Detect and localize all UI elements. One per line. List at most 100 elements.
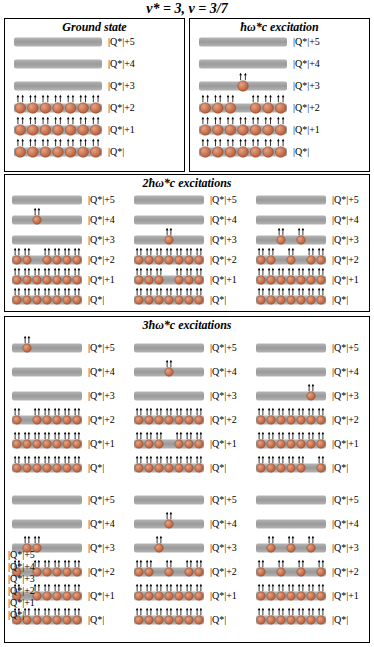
electron	[165, 520, 173, 528]
arrow-head	[312, 608, 315, 611]
arrow-head	[196, 456, 199, 459]
arrow-head	[288, 408, 291, 411]
composite-fermion	[53, 408, 61, 424]
arrow-head	[322, 248, 325, 251]
arrow-head	[136, 560, 139, 563]
level-label: |Q*|+3	[88, 541, 115, 555]
arrow-head	[24, 268, 27, 271]
level-label: |Q*|+5	[293, 35, 320, 49]
arrow-head	[262, 268, 265, 271]
electron	[13, 296, 21, 304]
arrow-head	[64, 248, 67, 251]
level-label: |Q*|+4	[332, 517, 359, 531]
arrow-head	[136, 456, 139, 459]
composite-fermion	[63, 288, 71, 304]
landau-level-band	[12, 464, 82, 473]
composite-fermion	[225, 95, 236, 114]
landau-level-band	[134, 236, 204, 245]
composite-fermion	[238, 117, 249, 136]
arrow-head	[176, 432, 179, 435]
arrow-head	[29, 139, 32, 142]
landau-level-band	[134, 544, 204, 553]
arrow-head	[166, 248, 169, 251]
arrow-head	[17, 95, 20, 98]
electron	[33, 440, 41, 448]
electron	[155, 276, 163, 284]
composite-fermion	[307, 384, 315, 400]
composite-fermion	[263, 117, 274, 136]
arrow-head	[78, 584, 81, 587]
arrow-head	[190, 248, 193, 251]
electron	[15, 125, 26, 136]
composite-fermion	[257, 268, 265, 284]
arrow-head	[150, 456, 153, 459]
arrow-head	[166, 560, 169, 563]
composite-fermion	[155, 584, 163, 600]
arrow-head	[200, 456, 203, 459]
arrow-head	[322, 432, 325, 435]
landau-level-band	[12, 368, 82, 377]
level-label: |Q*|+3	[88, 389, 115, 403]
arrow-head	[282, 584, 285, 587]
arrow-head	[38, 268, 41, 271]
arrow-head	[180, 432, 183, 435]
electron	[267, 440, 275, 448]
electron	[297, 296, 305, 304]
arrow-head	[47, 117, 50, 120]
arrow-head	[292, 268, 295, 271]
electron	[13, 276, 21, 284]
landau-level-band	[12, 236, 82, 245]
arrow-head	[272, 288, 275, 291]
arrow-head	[28, 268, 31, 271]
composite-fermion	[40, 139, 51, 158]
arrow-head	[54, 608, 57, 611]
arrow-head	[278, 408, 281, 411]
level-label: |Q*|+2	[210, 413, 237, 427]
electron	[43, 592, 51, 600]
arrow-head	[257, 95, 260, 98]
level-label: |Q*|+3	[210, 389, 237, 403]
arrow-head	[64, 584, 67, 587]
arrow-head	[214, 139, 217, 142]
landau-level-band	[14, 126, 102, 135]
composite-fermion	[185, 288, 193, 304]
electron	[267, 464, 275, 472]
landau-level-band	[199, 82, 287, 91]
arrow-head	[68, 248, 71, 251]
electron	[287, 440, 295, 448]
panel-heading: ħω*c excitation	[190, 20, 369, 34]
arrow-head	[48, 288, 51, 291]
arrow-head	[78, 408, 81, 411]
arrow-head	[180, 288, 183, 291]
arrow-head	[72, 117, 75, 120]
arrow-head	[34, 456, 37, 459]
arrow-head	[34, 536, 37, 539]
electron	[307, 256, 315, 264]
electron	[73, 592, 81, 600]
electron	[53, 256, 61, 264]
arrow-head	[150, 268, 153, 271]
arrow-head	[58, 584, 61, 587]
electron	[53, 464, 61, 472]
landau-level-band	[12, 496, 82, 505]
arrow-head	[160, 268, 163, 271]
composite-fermion	[297, 560, 305, 576]
arrow-head	[74, 560, 77, 563]
composite-fermion	[195, 288, 203, 304]
electron	[175, 440, 183, 448]
electron	[257, 440, 265, 448]
arrow-head	[262, 432, 265, 435]
electron	[267, 256, 275, 264]
composite-fermion	[23, 432, 31, 448]
landau-level-band	[134, 296, 204, 305]
arrow-head	[302, 288, 305, 291]
arrow-head	[196, 248, 199, 251]
composite-fermion	[287, 268, 295, 284]
landau-level-band	[14, 82, 102, 91]
composite-fermion	[213, 117, 224, 136]
arrow-head	[206, 139, 209, 142]
composite-fermion	[297, 456, 305, 472]
composite-fermion	[195, 560, 203, 576]
arrow-head	[206, 117, 209, 120]
level-label: |Q*|+5	[210, 493, 237, 507]
